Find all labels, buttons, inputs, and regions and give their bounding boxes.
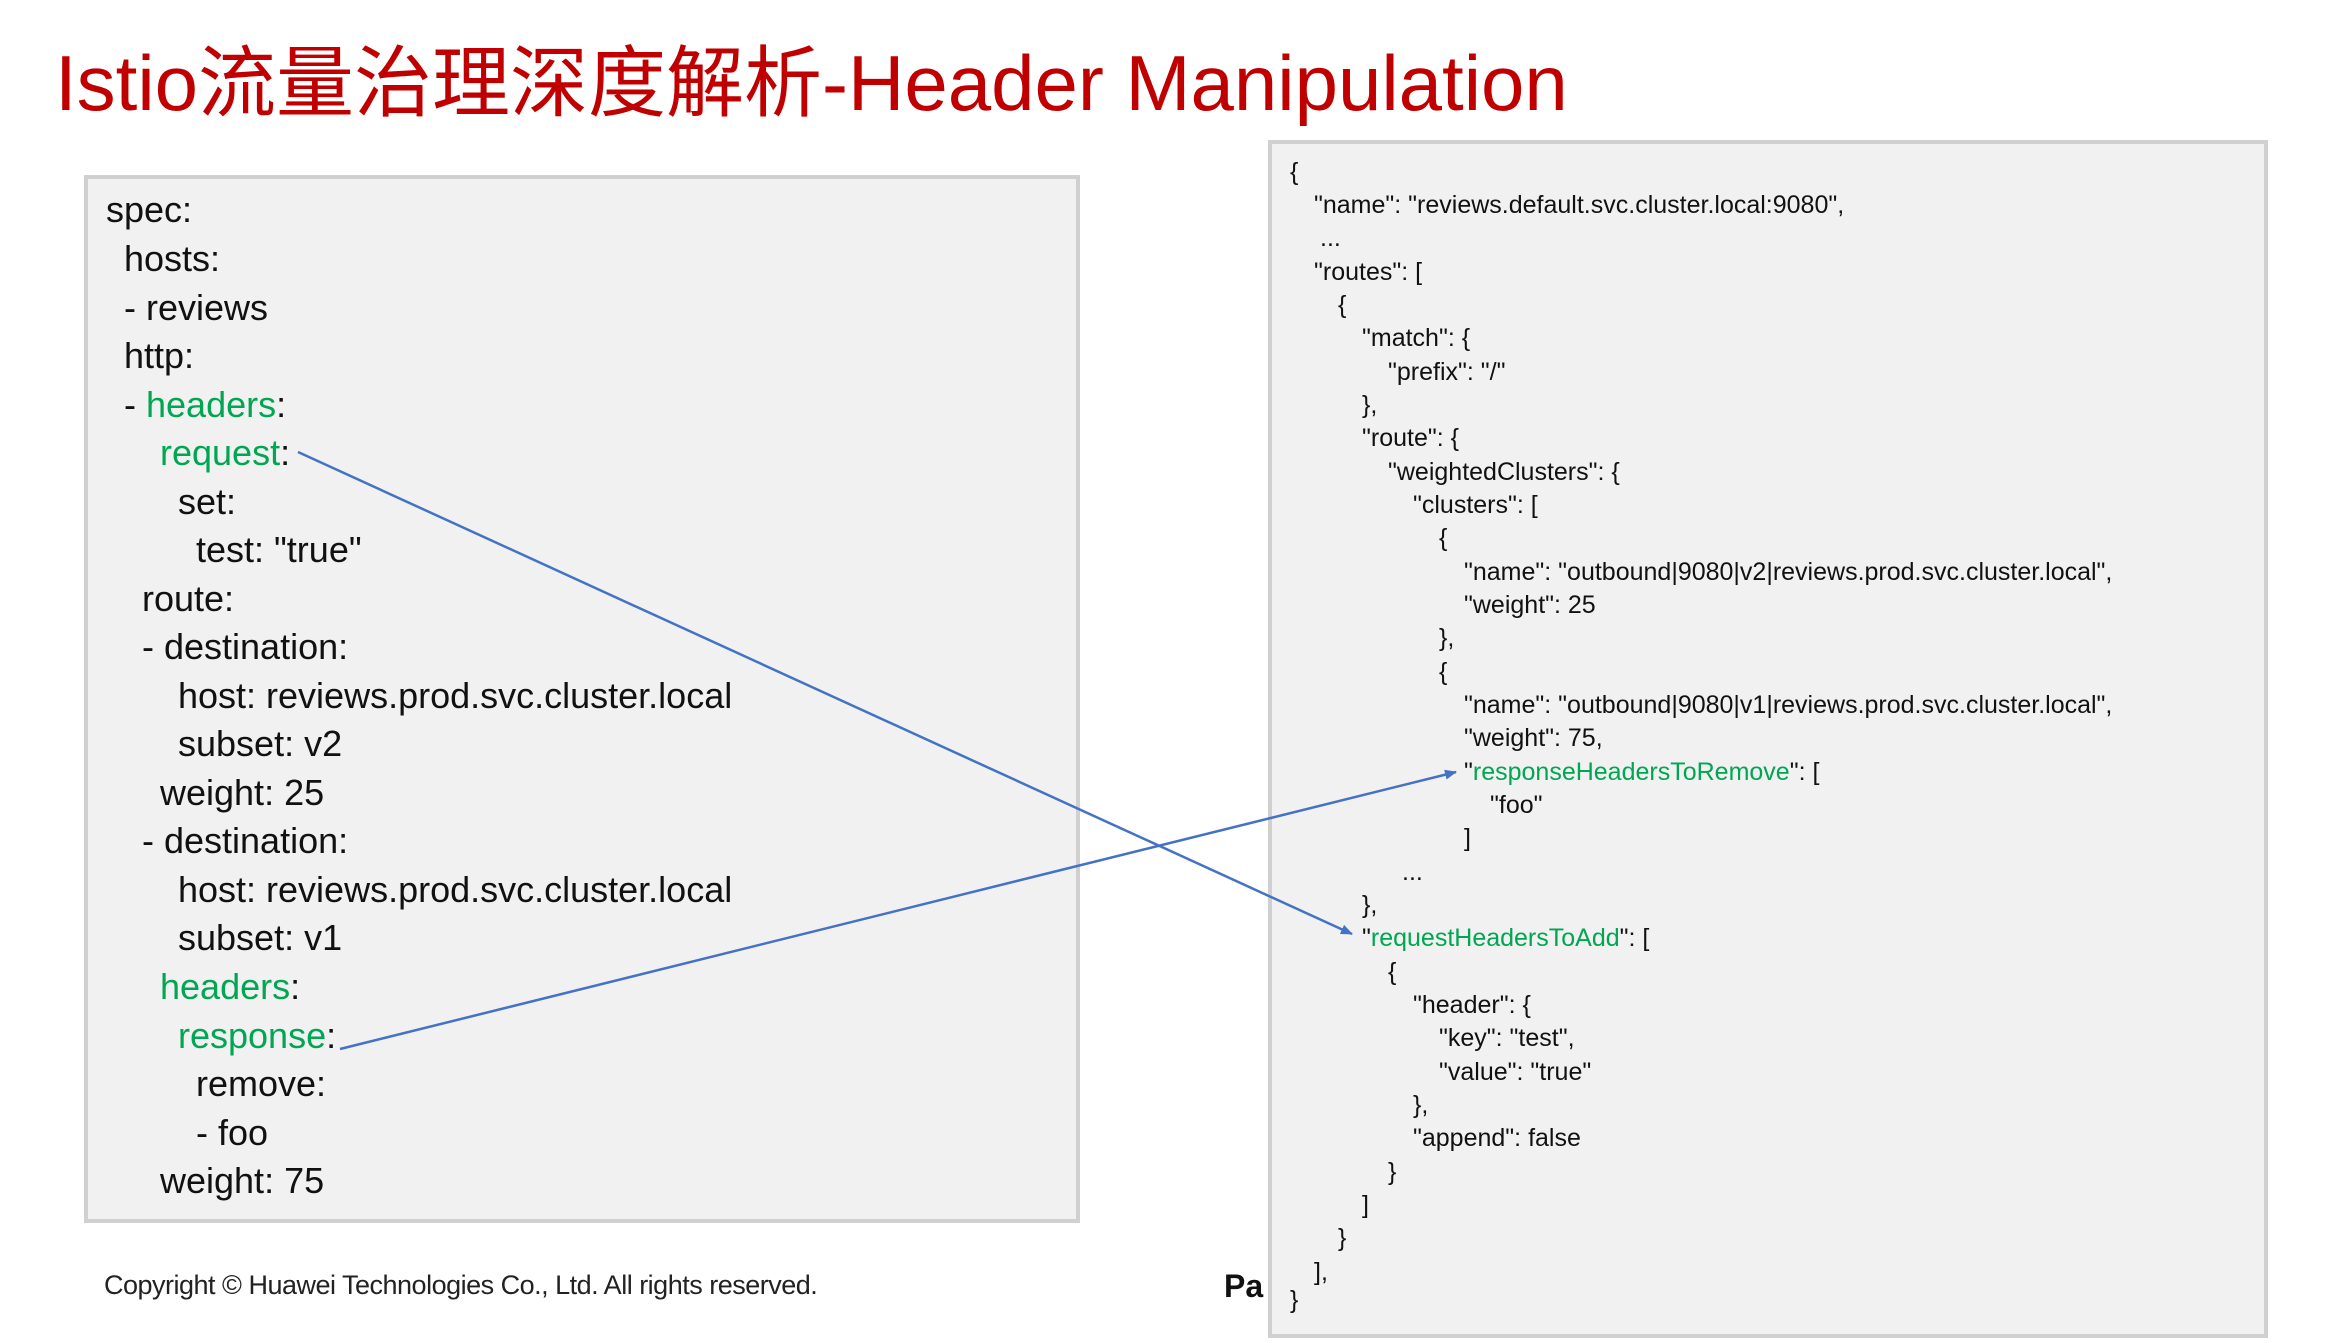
- json-line-request-headers-to-add: "requestHeadersToAdd": [: [1362, 922, 1649, 954]
- yaml-key-highlight: headers: [160, 966, 291, 1007]
- json-line: ...: [1402, 858, 1423, 886]
- json-line: }: [1290, 1286, 1299, 1314]
- json-key-highlight: requestHeadersToAdd: [1370, 924, 1620, 952]
- yaml-line: test: "true": [196, 529, 362, 570]
- json-line: }: [1388, 1158, 1397, 1186]
- json-line: {: [1338, 291, 1347, 319]
- yaml-line-headers-2: headers:: [160, 964, 300, 1010]
- json-line: },: [1413, 1091, 1429, 1119]
- json-line: "name": "outbound|9080|v1|reviews.prod.s…: [1464, 691, 2113, 719]
- json-line: {: [1439, 524, 1448, 552]
- slide-title: Istio流量治理深度解析-Header Manipulation: [55, 39, 1568, 127]
- yaml-line: route:: [142, 578, 235, 619]
- yaml-line: - destination:: [142, 820, 349, 861]
- json-line-response-headers-to-remove: "responseHeadersToRemove": [: [1464, 756, 1819, 788]
- json-line: "route": {: [1362, 424, 1459, 452]
- yaml-line: - foo: [196, 1112, 269, 1153]
- json-line: "weight": 25: [1464, 591, 1596, 619]
- json-line: "routes": [: [1314, 258, 1423, 286]
- json-line: ],: [1314, 1258, 1328, 1286]
- yaml-text: -: [124, 384, 146, 425]
- json-line: ...: [1320, 224, 1341, 252]
- yaml-line: host: reviews.prod.svc.cluster.local: [178, 869, 733, 910]
- yaml-text: :: [326, 1015, 337, 1056]
- yaml-config-panel: spec: hosts: - reviews http: - headers: …: [84, 175, 1080, 1223]
- yaml-text: :: [280, 432, 291, 473]
- yaml-line-headers: - headers:: [124, 382, 286, 428]
- json-line: {: [1439, 658, 1448, 686]
- json-line: "clusters": [: [1413, 491, 1538, 519]
- yaml-line: subset: v2: [178, 723, 343, 764]
- json-line: "match": {: [1362, 324, 1471, 352]
- json-text: ": [: [1619, 924, 1650, 952]
- json-line: "key": "test",: [1439, 1024, 1575, 1052]
- yaml-line: remove:: [196, 1063, 327, 1104]
- json-line: "weightedClusters": {: [1388, 458, 1620, 486]
- yaml-line: set:: [178, 481, 237, 522]
- yaml-line: weight: 75: [160, 1160, 325, 1201]
- json-line: {: [1290, 158, 1299, 186]
- json-line: "prefix": "/": [1388, 358, 1506, 386]
- yaml-line: host: reviews.prod.svc.cluster.local: [178, 675, 733, 716]
- json-text: ": [1464, 758, 1473, 786]
- json-line: "header": {: [1413, 991, 1531, 1019]
- json-line: "name": "reviews.default.svc.cluster.loc…: [1314, 191, 1845, 219]
- json-line: ]: [1362, 1191, 1369, 1219]
- yaml-text: :: [290, 966, 301, 1007]
- yaml-line: subset: v1: [178, 917, 343, 958]
- envoy-json-panel: { "name": "reviews.default.svc.cluster.l…: [1268, 140, 2268, 1338]
- yaml-line-request: request:: [160, 430, 290, 476]
- yaml-key-highlight: headers: [146, 384, 277, 425]
- yaml-line: http:: [124, 335, 195, 376]
- json-line: }: [1338, 1224, 1347, 1252]
- yaml-key-highlight: request: [160, 432, 281, 473]
- yaml-line: - destination:: [142, 626, 349, 667]
- page-label: Pa: [1224, 1268, 1264, 1304]
- json-line: {: [1388, 958, 1397, 986]
- copyright-notice: Copyright © Huawei Technologies Co., Ltd…: [104, 1270, 818, 1300]
- json-line: "foo": [1490, 791, 1543, 819]
- json-text: ": [: [1789, 758, 1820, 786]
- json-line: ]: [1464, 824, 1471, 852]
- json-line: },: [1362, 391, 1378, 419]
- yaml-line: weight: 25: [160, 772, 325, 813]
- yaml-line-response: response:: [178, 1013, 336, 1059]
- yaml-line: - reviews: [124, 287, 269, 328]
- json-line: "append": false: [1413, 1124, 1581, 1152]
- yaml-text: :: [276, 384, 287, 425]
- json-line: "value": "true": [1439, 1058, 1592, 1086]
- json-text: ": [1362, 924, 1371, 952]
- yaml-line: spec:: [106, 189, 193, 230]
- yaml-line: hosts:: [124, 238, 221, 279]
- json-line: },: [1439, 624, 1455, 652]
- json-line: },: [1362, 891, 1378, 919]
- json-line: "weight": 75,: [1464, 724, 1603, 752]
- json-key-highlight: responseHeadersToRemove: [1472, 758, 1790, 786]
- yaml-key-highlight: response: [178, 1015, 327, 1056]
- json-line: "name": "outbound|9080|v2|reviews.prod.s…: [1464, 558, 2113, 586]
